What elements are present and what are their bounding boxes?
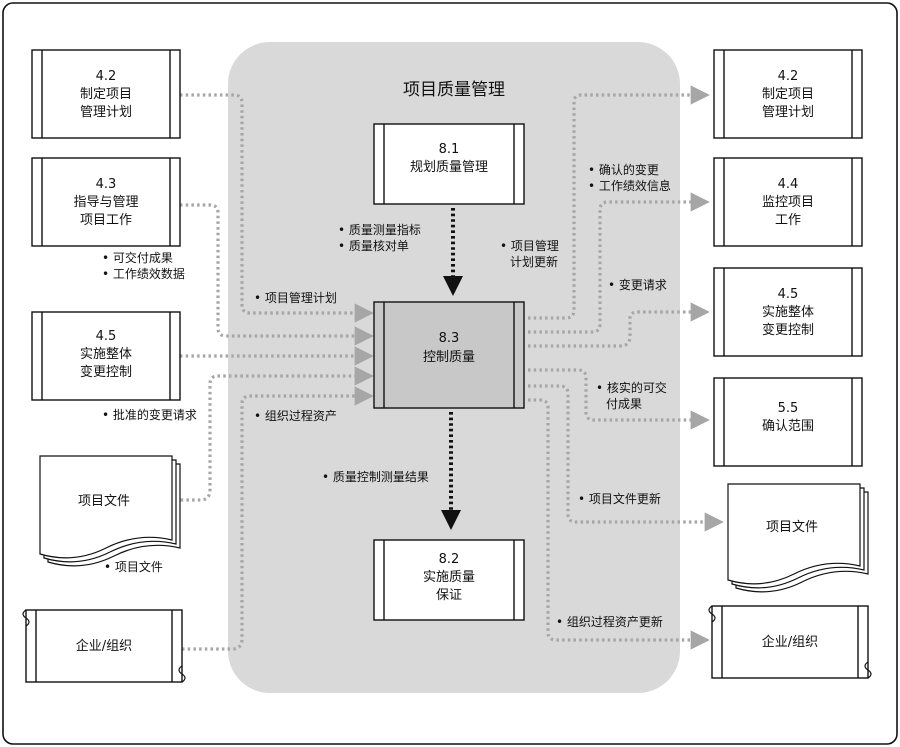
- arrow-output-pmp-updates: [528, 85, 710, 320]
- arrow-input-project-docs: [175, 366, 374, 502]
- gray-flow-arrows: [175, 85, 724, 651]
- output-monitor-control-number: 4.4: [778, 177, 799, 192]
- perform-qa-name-line1: 实施质量: [423, 570, 475, 585]
- input-direct-manage-work: 4.3 指导与管理 项目工作: [31, 157, 181, 247]
- label-qc-measurements: • 质量控制测量结果: [322, 470, 429, 484]
- label-work-perf-info: • 工作绩效信息: [588, 178, 671, 193]
- plan-quality-name: 规划质量管理: [410, 160, 488, 175]
- perform-qa-number: 8.2: [439, 552, 460, 567]
- arrow-output-work-perf-info: [528, 192, 710, 334]
- label-project-docs-updates: • 项目文件更新: [578, 491, 661, 506]
- output-project-documents-name: 项目文件: [766, 520, 818, 535]
- process-control-quality: 8.3 控制质量: [373, 301, 525, 409]
- arrow-output-project-docs-updates: [528, 384, 724, 532]
- output-enterprise-name: 企业/组织: [762, 634, 818, 650]
- input-project-documents: 项目文件: [39, 455, 181, 567]
- output-monitor-control-line2: 工作: [775, 213, 801, 228]
- output-monitor-control-line1: 监控项目: [762, 195, 814, 210]
- label-work-perf-data: • 工作绩效数据: [102, 266, 185, 281]
- plan-quality-number: 8.1: [439, 142, 460, 157]
- input-develop-pmp-line2: 管理计划: [80, 105, 132, 120]
- label-quality-metrics: • 质量测量指标: [338, 222, 421, 237]
- output-develop-pmp: 4.2 制定项目 管理计划: [713, 49, 863, 139]
- input-integrated-change-line2: 变更控制: [80, 364, 132, 380]
- input-direct-manage-line1: 指导与管理: [73, 195, 138, 210]
- output-validate-scope: 5.5 确认范围: [713, 377, 863, 467]
- flow-labels: • 项目管理计划 • 可交付成果 • 工作绩效数据 • 批准的变更请求 • 项目…: [102, 162, 671, 629]
- input-integrated-change-number: 4.5: [96, 329, 117, 344]
- output-validate-scope-name: 确认范围: [762, 419, 814, 434]
- arrow-input-opa: [182, 386, 374, 651]
- output-integrated-change-number: 4.5: [778, 287, 799, 302]
- arrow-output-verified-deliverables: [528, 368, 710, 430]
- output-validate-scope-number: 5.5: [778, 401, 799, 416]
- output-integrated-change-line1: 实施整体: [762, 305, 814, 320]
- arrow-input-pm-plan: [180, 93, 374, 323]
- input-develop-pmp: 4.2 制定项目 管理计划: [31, 49, 181, 139]
- arrow-input-work-perf-data: [180, 203, 374, 346]
- output-integrated-change-line2: 变更控制: [762, 322, 814, 338]
- input-enterprise-organization: 企业/组织: [22, 609, 186, 683]
- diagram-title: 项目质量管理: [403, 80, 505, 100]
- output-develop-pmp-number: 4.2: [778, 69, 799, 84]
- input-develop-pmp-line1: 制定项目: [80, 87, 132, 102]
- input-enterprise-name: 企业/组织: [76, 638, 132, 654]
- control-quality-name: 控制质量: [423, 350, 475, 365]
- label-pmp-updates-line2: 计划更新: [510, 254, 558, 269]
- label-opa: • 组织过程资产: [254, 408, 337, 423]
- label-change-requests: • 变更请求: [608, 277, 667, 292]
- input-develop-pmp-number: 4.2: [96, 69, 117, 84]
- arrow-output-opa-updates: [528, 398, 710, 650]
- label-opa-updates: • 组织过程资产更新: [556, 614, 663, 629]
- label-approved-change-requests: • 批准的变更请求: [102, 407, 197, 422]
- output-develop-pmp-line2: 管理计划: [762, 105, 814, 120]
- label-quality-checklists: • 质量核对单: [338, 239, 409, 253]
- input-project-documents-name: 项目文件: [78, 494, 130, 509]
- output-project-documents: 项目文件: [727, 483, 869, 593]
- label-validated-changes: • 确认的变更: [588, 162, 659, 177]
- control-quality-number: 8.3: [439, 331, 460, 346]
- output-monitor-control-work: 4.4 监控项目 工作: [713, 157, 863, 247]
- input-integrated-change-line1: 实施整体: [80, 347, 132, 362]
- label-pm-plan: • 项目管理计划: [254, 290, 337, 305]
- output-integrated-change-control: 4.5 实施整体 变更控制: [713, 267, 863, 357]
- label-verified-deliverables-line1: • 核实的可交: [596, 380, 667, 395]
- output-develop-pmp-line1: 制定项目: [762, 87, 814, 102]
- label-verified-deliverables-line2: 付成果: [606, 397, 642, 411]
- input-direct-manage-line2: 项目工作: [80, 213, 132, 228]
- perform-qa-name-line2: 保证: [436, 588, 462, 603]
- output-enterprise-organization: 企业/组织: [708, 605, 872, 679]
- label-pmp-updates-line1: • 项目管理: [500, 238, 559, 253]
- process-perform-qa: 8.2 实施质量 保证: [373, 539, 525, 621]
- label-project-docs-input: • 项目文件: [104, 559, 163, 574]
- label-deliverables: • 可交付成果: [102, 250, 173, 265]
- process-plan-quality: 8.1 规划质量管理: [373, 123, 525, 205]
- input-integrated-change-control: 4.5 实施整体 变更控制: [31, 311, 181, 401]
- input-direct-manage-number: 4.3: [96, 177, 117, 192]
- black-flow-arrows: [441, 208, 463, 530]
